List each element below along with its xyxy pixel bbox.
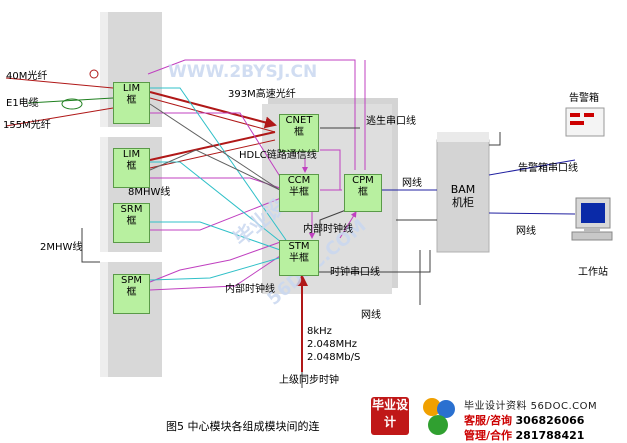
watermark-url: WWW.2BYSJ.CN bbox=[168, 62, 318, 82]
label-internal-clock-2: 内部时钟线 bbox=[225, 284, 275, 295]
ad-logo: 毕业设计 bbox=[371, 397, 409, 435]
label-workstation: 工作站 bbox=[578, 267, 608, 278]
label-net-1: 网线 bbox=[402, 178, 422, 189]
label-clock-serial: 时钟串口线 bbox=[330, 267, 380, 278]
label-393m-fiber: 393M高速光纤 bbox=[228, 89, 296, 100]
label-upper-clock: 上级同步时钟 bbox=[279, 375, 339, 386]
label-net-2: 网线 bbox=[516, 226, 536, 237]
alarm-box-icon bbox=[565, 107, 605, 137]
ad-consult: 客服/咨询 306826066 bbox=[464, 414, 585, 427]
mascot-icon bbox=[423, 398, 455, 435]
label-internal-clock-1: 内部时钟线 bbox=[303, 224, 353, 235]
label-2mhw: 2MHW线 bbox=[40, 242, 83, 253]
label-hdlc: HDLC链路通信线 bbox=[239, 150, 317, 161]
bam-cabinet bbox=[436, 132, 490, 253]
label-2048mbs: 2.048Mb/S bbox=[307, 352, 361, 363]
label-40m-fiber: 40M光纤 bbox=[6, 71, 48, 82]
ad-site-line: 毕业设计资料 56DOC.COM bbox=[464, 401, 598, 412]
label-escape-serial: 逃生串口线 bbox=[366, 116, 416, 127]
label-155m-fiber: 155M光纤 bbox=[3, 120, 51, 131]
label-net-3: 网线 bbox=[361, 310, 381, 321]
label-2048mhz: 2.048MHz bbox=[307, 339, 358, 350]
label-alarm-box: 告警箱 bbox=[569, 93, 599, 104]
label-8mhw: 8MHW线 bbox=[128, 187, 171, 198]
figure-caption: 图5 中心模块各组成模块间的连 bbox=[166, 420, 320, 433]
workstation-icon bbox=[571, 197, 613, 241]
label-e1-cable: E1电缆 bbox=[6, 98, 39, 109]
label-8khz: 8kHz bbox=[307, 326, 332, 337]
ad-management: 管理/合作 281788421 bbox=[464, 429, 585, 442]
label-alarm-serial: 告警箱串口线 bbox=[518, 163, 578, 174]
